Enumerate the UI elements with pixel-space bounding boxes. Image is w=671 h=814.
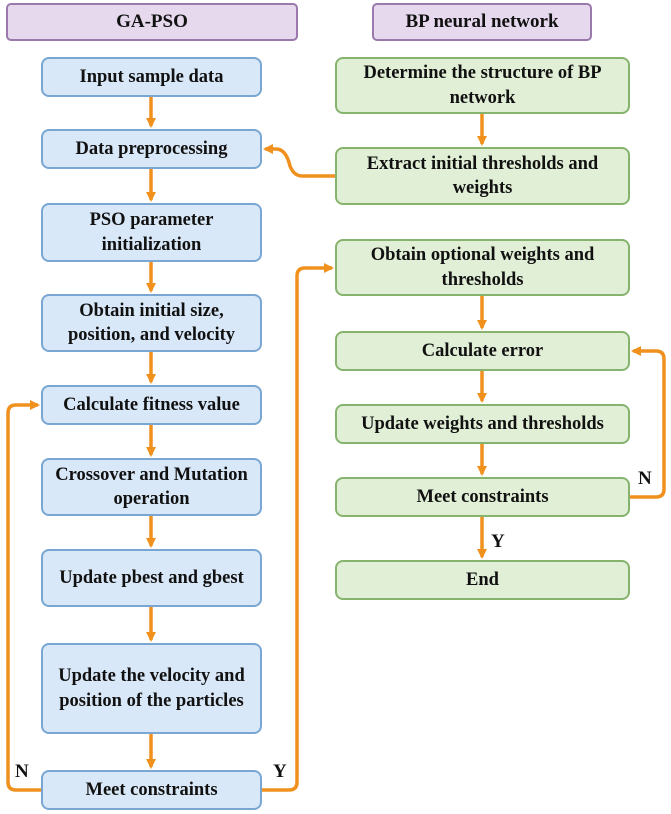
step-determine-bp-structure: Determine the structure of BP network	[335, 57, 630, 114]
step-calculate-error: Calculate error	[335, 331, 630, 371]
step-input-sample-data: Input sample data	[41, 57, 262, 97]
arrow-left-no-loop	[6, 400, 41, 792]
step-update-pbest-gbest: Update pbest and gbest	[41, 549, 262, 607]
step-pso-parameter-initialization: PSO parameter initialization	[41, 203, 262, 262]
step-crossover-mutation: Crossover and Mutation operation	[41, 458, 262, 516]
step-meet-constraints-bp: Meet constraints	[335, 477, 630, 517]
arrow-extract-to-preprocessing	[263, 144, 335, 178]
step-obtain-initial-size-position-velocity: Obtain initial size, position, and veloc…	[41, 294, 262, 352]
step-calculate-fitness-value: Calculate fitness value	[41, 385, 262, 425]
label-right-yes: Y	[491, 531, 505, 552]
step-extract-initial-thresholds-weights: Extract initial thresholds and weights	[335, 147, 630, 205]
step-data-preprocessing: Data preprocessing	[41, 129, 262, 169]
arrow-right-no-loop	[630, 346, 666, 499]
arrow-left-yes-to-bp	[262, 263, 334, 792]
step-update-weights-thresholds: Update weights and thresholds	[335, 404, 630, 444]
step-end: End	[335, 560, 630, 600]
step-update-velocity-position: Update the velocity and position of the …	[41, 643, 262, 734]
step-meet-constraints-ga-pso: Meet constraints	[41, 770, 262, 810]
label-left-no: N	[15, 761, 29, 782]
label-right-no: N	[638, 468, 652, 489]
header-bp-neural-network: BP neural network	[372, 3, 592, 41]
header-ga-pso: GA-PSO	[6, 3, 298, 41]
step-obtain-optional-weights-thresholds: Obtain optional weights and thresholds	[335, 239, 630, 296]
label-left-yes: Y	[273, 761, 287, 782]
